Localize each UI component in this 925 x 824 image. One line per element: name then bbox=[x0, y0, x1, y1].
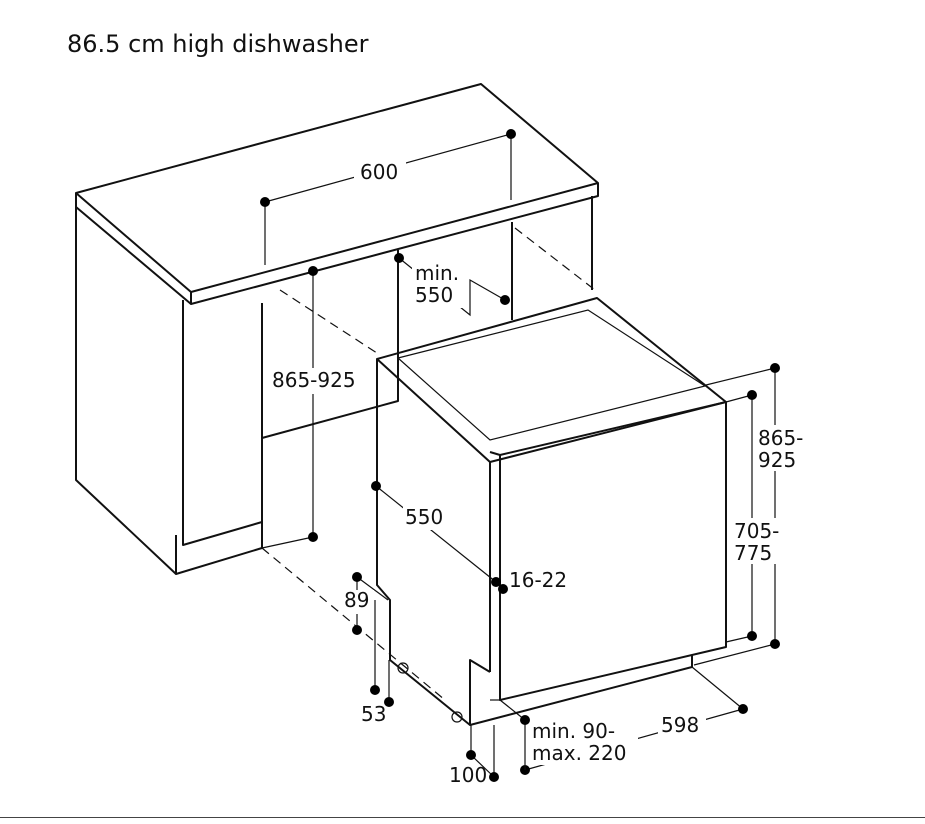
bottom-divider bbox=[0, 817, 925, 818]
label-plinth-range-line2: max. 220 bbox=[532, 741, 626, 765]
label-plinth-range-line1: min. 90- bbox=[532, 719, 615, 743]
label-niche-width: 600 bbox=[360, 160, 398, 184]
dimension-labels: 600 min. 550 865-925 550 16-22 89 53 865… bbox=[270, 158, 804, 787]
label-total-height-line2: 925 bbox=[758, 448, 796, 472]
label-min-depth-line2: 550 bbox=[415, 283, 453, 307]
label-niche-height: 865-925 bbox=[272, 368, 356, 392]
label-door-height-line2: 775 bbox=[734, 541, 772, 565]
label-appliance-width: 598 bbox=[661, 713, 699, 737]
label-foot-offset: 53 bbox=[361, 702, 386, 726]
label-plinth-height: 89 bbox=[344, 588, 369, 612]
page-title: 86.5 cm high dishwasher bbox=[67, 30, 369, 58]
label-min-depth-line1: min. bbox=[415, 261, 459, 285]
kitchen-cabinet bbox=[75, 83, 599, 701]
label-appliance-depth: 550 bbox=[405, 505, 443, 529]
label-total-height-line1: 865- bbox=[758, 426, 803, 450]
label-plinth-depth: 100 bbox=[449, 763, 487, 787]
dimension-lines bbox=[260, 129, 780, 782]
label-door-thickness: 16-22 bbox=[509, 568, 567, 592]
label-door-height-line1: 705- bbox=[734, 519, 779, 543]
